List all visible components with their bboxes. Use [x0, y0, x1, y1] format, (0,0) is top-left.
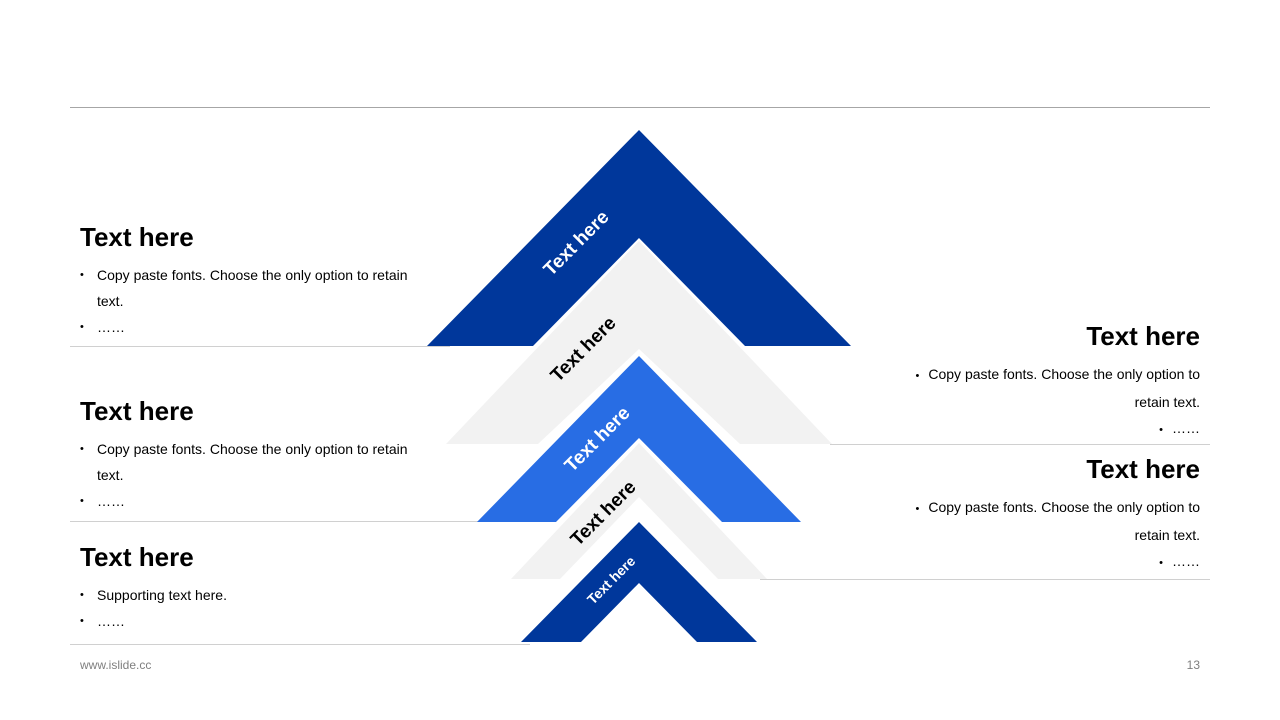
right-block-1-title: Text here — [1086, 321, 1200, 351]
bullet-item: •…… — [1159, 553, 1200, 569]
separator-left-3 — [70, 644, 530, 645]
right-block-2-bullets: •Copy paste fonts. Choose the only optio… — [870, 494, 1200, 576]
bullet-item: retain text. — [1134, 394, 1200, 410]
left-block-2: Text here Copy paste fonts. Choose the o… — [80, 396, 410, 514]
right-block-2-title: Text here — [1086, 454, 1200, 484]
left-block-3-bullets: Supporting text here. …… — [80, 582, 410, 634]
bullet-item: Copy paste fonts. Choose the only option… — [80, 436, 410, 488]
bullet-item: …… — [80, 488, 410, 514]
left-block-1: Text here Copy paste fonts. Choose the o… — [80, 222, 410, 340]
right-block-2: Text here •Copy paste fonts. Choose the … — [870, 454, 1200, 576]
separator-left-1 — [70, 346, 450, 347]
bullet-item: •Copy paste fonts. Choose the only optio… — [915, 366, 1200, 382]
footer-url: www.islide.cc — [80, 658, 152, 672]
bullet-item: •Copy paste fonts. Choose the only optio… — [915, 499, 1200, 515]
top-divider — [70, 107, 1210, 108]
separator-right-1 — [830, 444, 1210, 445]
bullet-item: …… — [80, 608, 410, 634]
left-block-3: Text here Supporting text here. …… — [80, 542, 410, 634]
bullet-item: …… — [80, 314, 410, 340]
left-block-3-title: Text here — [80, 542, 194, 572]
chevron-2: Text here — [446, 241, 832, 444]
page-number: 13 — [1186, 658, 1200, 672]
right-block-1-bullets: •Copy paste fonts. Choose the only optio… — [870, 361, 1200, 443]
chevron-1: Text here — [427, 130, 851, 346]
bullet-item: Copy paste fonts. Choose the only option… — [80, 262, 410, 314]
separator-left-2 — [70, 521, 490, 522]
left-block-1-title: Text here — [80, 222, 194, 252]
bullet-item: Supporting text here. — [80, 582, 410, 608]
separator-right-2 — [760, 579, 1210, 580]
bullet-item: •…… — [1159, 420, 1200, 436]
left-block-1-bullets: Copy paste fonts. Choose the only option… — [80, 262, 410, 340]
left-block-2-title: Text here — [80, 396, 194, 426]
right-block-1: Text here •Copy paste fonts. Choose the … — [870, 321, 1200, 443]
bullet-item: retain text. — [1134, 527, 1200, 543]
left-block-2-bullets: Copy paste fonts. Choose the only option… — [80, 436, 410, 514]
